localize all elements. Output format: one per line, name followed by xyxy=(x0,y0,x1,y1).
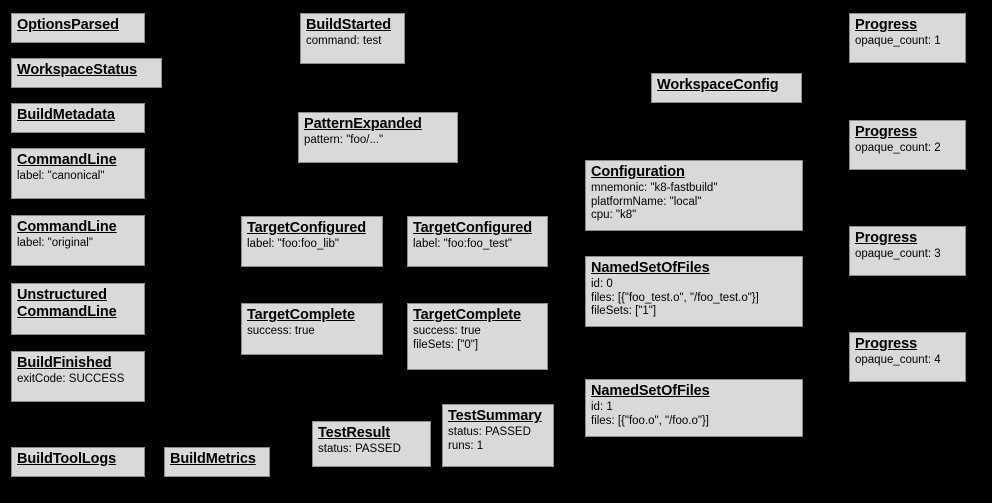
node-field: platformName: "local" xyxy=(591,195,702,208)
node-workspace-config[interactable]: WorkspaceConfig xyxy=(651,73,802,103)
node-fields: opaque_count: 2 xyxy=(855,142,960,156)
node-title: BuildToolLogs xyxy=(17,451,117,467)
node-title: Progress xyxy=(855,230,918,246)
node-field: pattern: "foo/..." xyxy=(304,134,384,147)
node-title: PatternExpanded xyxy=(304,116,422,132)
node-fields: opaque_count: 3 xyxy=(855,248,960,262)
node-field: cpu: "k8" xyxy=(591,209,637,222)
node-build-metadata[interactable]: BuildMetadata xyxy=(11,103,145,133)
node-title: NamedSetOfFiles xyxy=(591,383,710,399)
node-progress-2[interactable]: Progress opaque_count: 2 xyxy=(849,120,966,170)
node-title: Unstructured CommandLine xyxy=(17,287,117,321)
node-field: success: true xyxy=(413,325,481,338)
node-fields: status: PASSED xyxy=(318,443,425,457)
node-command-line-canonical[interactable]: CommandLine label: "canonical" xyxy=(11,148,145,199)
node-target-complete-lib[interactable]: TargetComplete success: true xyxy=(241,303,383,355)
node-field: id: 1 xyxy=(591,401,613,414)
node-pattern-expanded[interactable]: PatternExpanded pattern: "foo/..." xyxy=(298,112,458,163)
node-command-line-original[interactable]: CommandLine label: "original" xyxy=(11,215,145,266)
node-options-parsed[interactable]: OptionsParsed xyxy=(11,13,145,43)
node-title: TargetConfigured xyxy=(247,220,366,236)
node-title: NamedSetOfFiles xyxy=(591,260,710,276)
node-title: TestResult xyxy=(318,425,391,441)
node-title: WorkspaceConfig xyxy=(657,77,779,93)
node-title: OptionsParsed xyxy=(17,17,119,33)
node-field: fileSets: ["0"] xyxy=(413,338,479,351)
node-fields: label: "foo:foo_lib" xyxy=(247,238,377,252)
node-field: opaque_count: 1 xyxy=(855,35,941,48)
node-fields: opaque_count: 4 xyxy=(855,354,960,368)
node-title: TargetConfigured xyxy=(413,220,532,236)
node-field: label: "foo:foo_test" xyxy=(413,238,512,251)
node-field: files: [{"foo.o", "/foo.o"}] xyxy=(591,414,709,427)
node-field: opaque_count: 3 xyxy=(855,248,941,261)
node-title: WorkspaceStatus xyxy=(17,62,137,78)
node-field: fileSets: ["1"] xyxy=(591,305,657,318)
node-target-configured-test[interactable]: TargetConfigured label: "foo:foo_test" xyxy=(407,216,548,267)
node-field: command: test xyxy=(306,35,382,48)
node-title: Progress xyxy=(855,124,918,140)
node-fields: mnemonic: "k8-fastbuild"platformName: "l… xyxy=(591,182,797,223)
node-fields: label: "foo:foo_test" xyxy=(413,238,542,252)
node-field: label: "foo:foo_lib" xyxy=(247,238,339,251)
node-field: status: PASSED xyxy=(448,426,531,439)
node-fields: exitCode: SUCCESS xyxy=(17,373,139,387)
node-title: CommandLine xyxy=(17,219,117,235)
node-fields: label: "original" xyxy=(17,237,139,251)
node-field: exitCode: SUCCESS xyxy=(17,373,125,386)
node-progress-1[interactable]: Progress opaque_count: 1 xyxy=(849,13,966,63)
node-title: Progress xyxy=(855,17,918,33)
node-build-tool-logs[interactable]: BuildToolLogs xyxy=(11,447,145,477)
node-configuration[interactable]: Configuration mnemonic: "k8-fastbuild"pla… xyxy=(585,160,803,231)
node-title: BuildMetrics xyxy=(170,451,256,467)
node-title: Configuration xyxy=(591,164,685,180)
node-title: CommandLine xyxy=(17,152,117,168)
node-field: opaque_count: 4 xyxy=(855,354,941,367)
node-field: id: 0 xyxy=(591,278,613,291)
node-progress-4[interactable]: Progress opaque_count: 4 xyxy=(849,332,966,382)
node-fields: opaque_count: 1 xyxy=(855,35,960,49)
node-field: label: "original" xyxy=(17,237,93,250)
node-progress-3[interactable]: Progress opaque_count: 3 xyxy=(849,226,966,276)
node-title: BuildFinished xyxy=(17,355,112,371)
node-fields: label: "canonical" xyxy=(17,170,139,184)
node-title: TestSummary xyxy=(448,408,542,424)
node-title: TargetComplete xyxy=(247,307,355,323)
node-title: Progress xyxy=(855,336,918,352)
node-field: mnemonic: "k8-fastbuild" xyxy=(591,182,718,195)
node-workspace-status[interactable]: WorkspaceStatus xyxy=(11,58,162,88)
node-fields: pattern: "foo/..." xyxy=(304,134,452,148)
node-target-configured-lib[interactable]: TargetConfigured label: "foo:foo_lib" xyxy=(241,216,383,267)
node-unstructured-command-line[interactable]: Unstructured CommandLine xyxy=(11,283,145,335)
node-field: status: PASSED xyxy=(318,443,401,456)
node-title: BuildStarted xyxy=(306,17,392,33)
node-build-metrics[interactable]: BuildMetrics xyxy=(164,447,270,477)
node-fields: success: true xyxy=(247,325,377,339)
node-fields: command: test xyxy=(306,35,399,49)
node-title: TargetComplete xyxy=(413,307,521,323)
node-field: label: "canonical" xyxy=(17,170,105,183)
node-field: success: true xyxy=(247,325,315,338)
node-field: runs: 1 xyxy=(448,439,484,452)
node-field: files: [{"foo_test.o", "/foo_test.o"}] xyxy=(591,291,759,304)
node-build-finished[interactable]: BuildFinished exitCode: SUCCESS xyxy=(11,351,145,402)
node-test-result[interactable]: TestResult status: PASSED xyxy=(312,421,431,467)
node-build-started[interactable]: BuildStarted command: test xyxy=(300,13,405,64)
node-title: BuildMetadata xyxy=(17,107,115,123)
node-field: opaque_count: 2 xyxy=(855,142,941,155)
